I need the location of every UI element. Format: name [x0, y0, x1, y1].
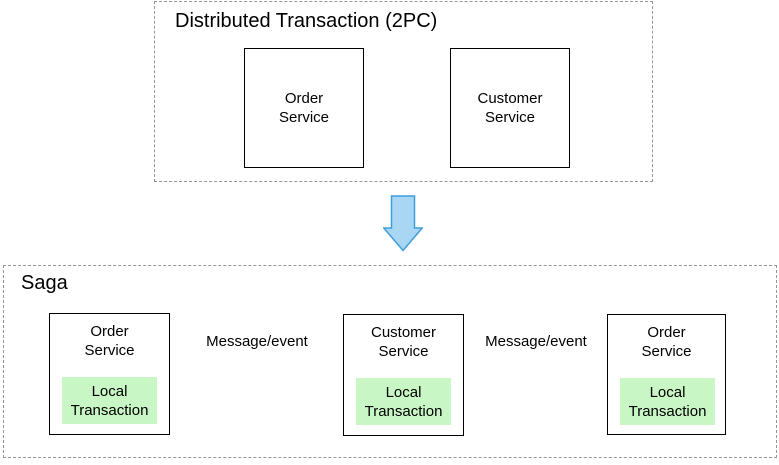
saga-customer-service-label: Customer Service: [370, 324, 437, 360]
saga-order-service-label-2: Order Service: [641, 324, 692, 360]
local-transaction-box-3: Local Transaction: [620, 378, 715, 425]
saga-order-service-box-1: Order Service Local Transaction: [49, 313, 170, 435]
saga-customer-service-box: Customer Service Local Transaction: [343, 314, 464, 436]
local-transaction-box-2: Local Transaction: [356, 378, 451, 425]
saga-order-service-label-1: Order Service: [84, 323, 135, 359]
saga-section-title: Saga: [21, 272, 68, 294]
2pc-customer-service-box: Customer Service: [450, 48, 570, 168]
2pc-section-title: Distributed Transaction (2PC): [175, 10, 438, 32]
transition-down-arrow-icon: [383, 195, 423, 252]
saga-order-service-box-2: Order Service Local Transaction: [607, 314, 726, 435]
2pc-section: Distributed Transaction (2PC) Order Serv…: [154, 1, 653, 182]
saga-section: Saga Order Service Local Transaction Mes…: [3, 265, 777, 458]
local-transaction-box-1: Local Transaction: [62, 377, 157, 424]
2pc-order-service-label: Order Service: [278, 90, 330, 126]
message-event-label-1: Message/event: [206, 333, 308, 350]
message-event-label-2: Message/event: [485, 333, 587, 350]
2pc-customer-service-label: Customer Service: [477, 90, 543, 126]
2pc-order-service-box: Order Service: [244, 48, 364, 168]
